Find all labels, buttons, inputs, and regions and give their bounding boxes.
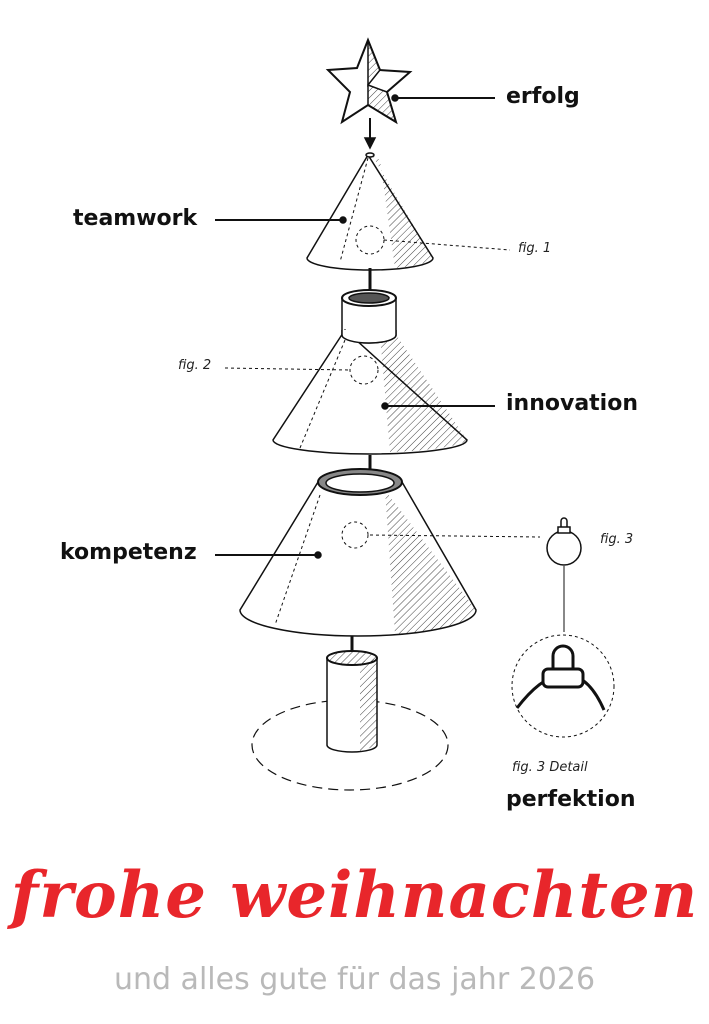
fig-1-label: fig. 1 bbox=[518, 241, 552, 256]
ornament-icon bbox=[546, 517, 582, 632]
fig-3-detail-label: fig. 3 Detail bbox=[512, 760, 588, 775]
cone-bottom bbox=[239, 468, 477, 637]
label-teamwork: teamwork bbox=[73, 206, 198, 231]
label-perfektion: perfektion bbox=[506, 787, 636, 812]
label-innovation: innovation bbox=[506, 391, 638, 416]
label-kompetenz: kompetenz bbox=[60, 540, 197, 565]
ornament-detail bbox=[511, 634, 615, 738]
star-icon bbox=[325, 37, 413, 125]
greeting-subtitle: und alles gute für das jahr 2026 bbox=[113, 962, 596, 997]
label-erfolg: erfolg bbox=[506, 84, 580, 109]
cone-top bbox=[306, 152, 434, 271]
greeting-title: frohe weihnachten bbox=[10, 858, 699, 933]
fig-3-label: fig. 3 bbox=[600, 532, 634, 547]
cone-middle bbox=[272, 328, 468, 455]
fig-2-label: fig. 2 bbox=[178, 358, 212, 373]
trunk bbox=[251, 650, 449, 791]
